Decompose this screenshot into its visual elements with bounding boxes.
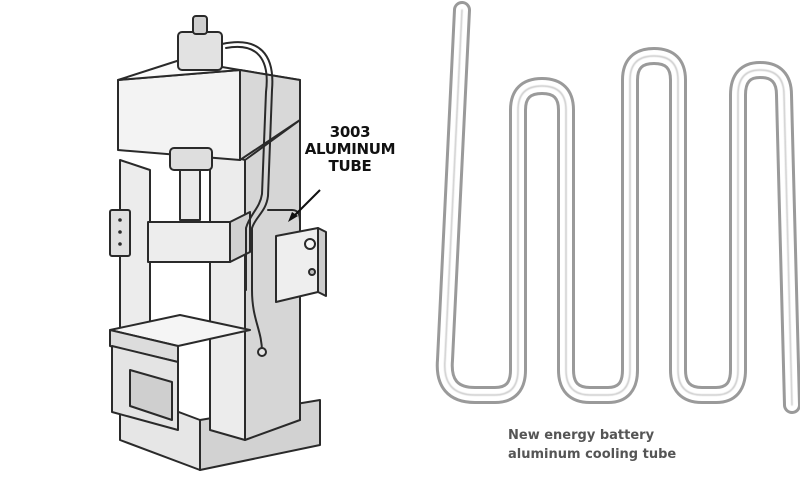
press-crown-front <box>117 69 241 161</box>
caption-line-2: aluminum cooling tube <box>508 447 677 462</box>
electrical-box-dial <box>304 238 316 250</box>
caption-line-1: New energy battery <box>508 428 655 443</box>
electrical-box-side <box>317 227 327 297</box>
electrical-box-button <box>308 268 316 276</box>
tube-fitting <box>257 347 267 357</box>
serpentine-cooling-tube-illustration <box>435 1 800 414</box>
callout-arrowhead <box>288 212 298 222</box>
hydraulic-press-illustration <box>109 15 327 471</box>
callout-line-2: ALUMINUM <box>304 140 396 158</box>
aluminum-tube-line <box>221 41 274 353</box>
tube-callout-label: 3003 ALUMINUM TUBE <box>300 124 400 175</box>
hydraulic-cylinder <box>177 31 223 71</box>
callout-line-1: 3003 <box>329 123 371 141</box>
piston-collar <box>169 147 213 171</box>
callout-line-3: TUBE <box>328 157 372 175</box>
hydraulic-press-panel: 3003 ALUMINUM TUBE <box>109 15 400 471</box>
press-lower-opening <box>129 369 173 421</box>
ram-front <box>147 221 231 263</box>
press-crown-side <box>239 69 301 161</box>
cooling-tube-caption: New energy battery aluminum cooling tube <box>508 426 768 464</box>
callout-leader-line <box>291 189 321 219</box>
cooling-tube-panel: New energy battery aluminum cooling tube <box>420 0 800 500</box>
cooling-tube-centerline <box>444 9 793 406</box>
piston-rod <box>179 169 201 221</box>
press-right-column-front <box>209 149 246 441</box>
cylinder-cap <box>192 15 208 35</box>
